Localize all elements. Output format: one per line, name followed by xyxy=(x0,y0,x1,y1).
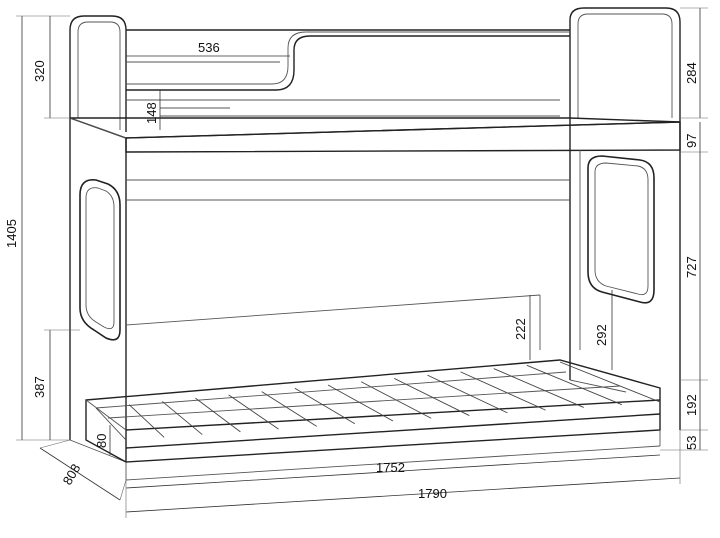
slat xyxy=(460,371,546,411)
dim-total-height: 1405 xyxy=(4,219,19,248)
dim-slat-offset: 80 xyxy=(94,434,109,448)
dim-inner-length: 1752 xyxy=(376,460,405,475)
lower-slats xyxy=(95,361,661,441)
slat xyxy=(128,404,165,438)
slat xyxy=(95,407,127,441)
slat xyxy=(493,368,584,408)
slat xyxy=(261,391,317,427)
back-panel xyxy=(125,150,581,350)
slat xyxy=(360,381,432,419)
dim-bed-clearance-left: 387 xyxy=(32,376,47,398)
left-end-panel xyxy=(69,118,127,463)
upper-guard-rail xyxy=(69,7,681,132)
dim-right-top-height: 284 xyxy=(684,62,699,84)
dim-right-lower-height: 292 xyxy=(594,324,609,346)
dim-window-height: 727 xyxy=(684,256,699,278)
dim-top-rail-height: 320 xyxy=(32,60,47,82)
slat xyxy=(195,397,241,433)
slat xyxy=(394,378,470,416)
dim-depth: 808 xyxy=(60,461,84,487)
dim-frame-band: 97 xyxy=(684,134,699,148)
dim-base-height: 53 xyxy=(684,436,699,450)
dim-inner-gap: 148 xyxy=(144,102,159,124)
slat xyxy=(559,361,661,403)
slat xyxy=(228,394,279,430)
slat xyxy=(427,374,508,414)
dim-top-rail-length: 536 xyxy=(198,40,220,55)
dim-drawer-height: 192 xyxy=(684,394,699,416)
lower-bed xyxy=(85,359,661,481)
dim-total-length: 1790 xyxy=(418,486,447,501)
slat xyxy=(161,401,203,435)
dimension-lines xyxy=(16,7,708,518)
dim-center-height: 222 xyxy=(513,318,528,340)
upper-deck xyxy=(69,107,681,153)
slat xyxy=(294,387,356,425)
slat xyxy=(327,384,394,422)
right-end-panel xyxy=(569,118,681,430)
slat xyxy=(526,364,623,406)
